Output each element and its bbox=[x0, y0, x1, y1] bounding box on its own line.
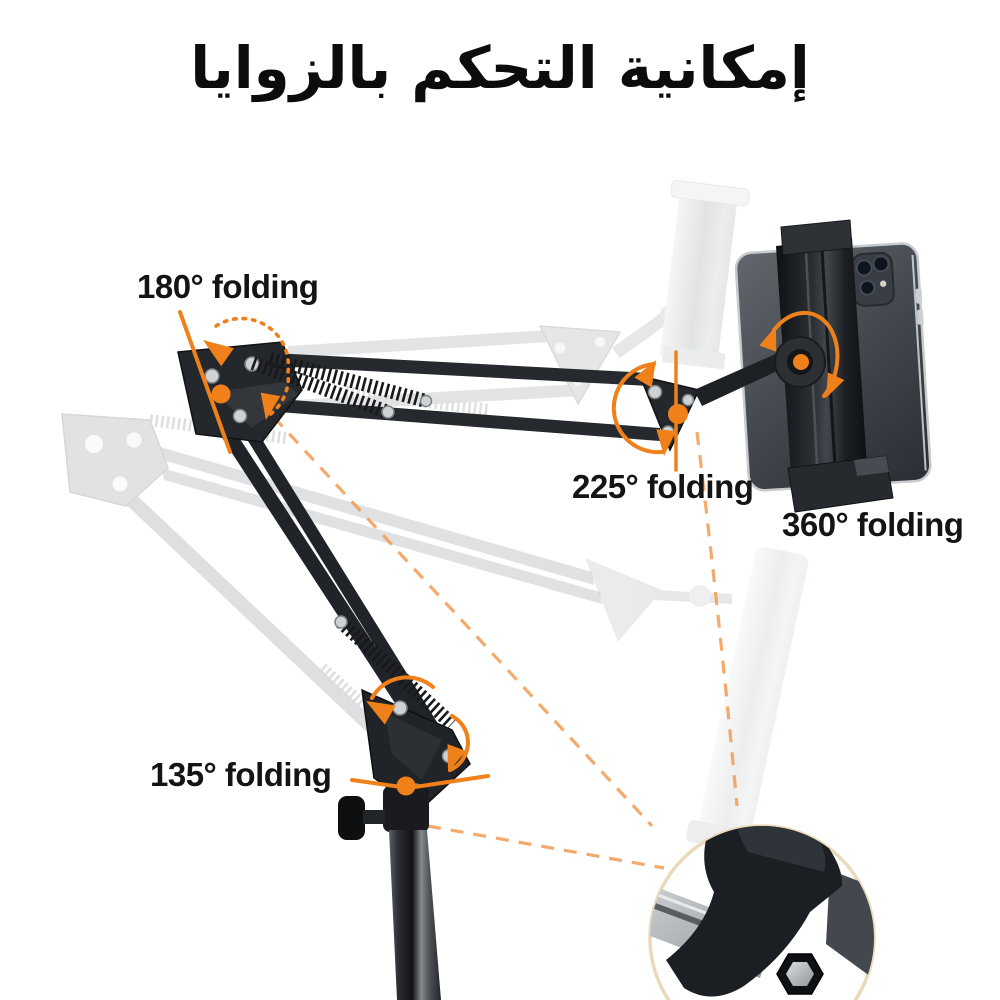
pole-collar bbox=[383, 786, 429, 832]
joint-dot bbox=[668, 404, 688, 424]
fold-label-180: 180° folding bbox=[137, 268, 319, 305]
main-arm bbox=[177, 341, 701, 1000]
stand-pole bbox=[389, 830, 441, 1000]
angle-annotations bbox=[178, 310, 845, 796]
ghost-arm-low bbox=[585, 546, 809, 855]
fold-arc-180-icon bbox=[178, 310, 291, 454]
camera-lens bbox=[859, 279, 876, 296]
volume-button bbox=[915, 288, 923, 304]
camera-lens bbox=[872, 255, 890, 273]
height-knob bbox=[338, 796, 365, 840]
callout-line-135 bbox=[427, 824, 665, 870]
fold-arc-135-icon bbox=[350, 675, 490, 796]
fold-label-225: 225° folding bbox=[572, 468, 754, 505]
detail-inset bbox=[648, 824, 876, 1000]
callout-line-225 bbox=[695, 431, 739, 807]
tension-spring bbox=[336, 616, 457, 730]
page-title: إمكانية التحكم بالزوايا bbox=[190, 34, 810, 102]
camera-flash bbox=[879, 280, 887, 287]
clamp-top-hook bbox=[780, 219, 853, 256]
fold-arc-225-icon bbox=[611, 350, 688, 472]
ghost-arm-upper bbox=[288, 179, 750, 416]
volume-button bbox=[916, 309, 924, 325]
joint-dot bbox=[211, 384, 231, 404]
callout-dashed-lines bbox=[256, 398, 739, 870]
camera-lens bbox=[855, 259, 873, 277]
fold-label-135: 135° folding bbox=[150, 756, 332, 793]
holder-clamp bbox=[694, 219, 894, 513]
fold-label-360: 360° folding bbox=[782, 506, 964, 543]
rotation-360-icon bbox=[759, 310, 845, 398]
joint-dot bbox=[396, 776, 416, 796]
joint-dot bbox=[793, 354, 809, 370]
callout-line-180 bbox=[256, 398, 654, 828]
